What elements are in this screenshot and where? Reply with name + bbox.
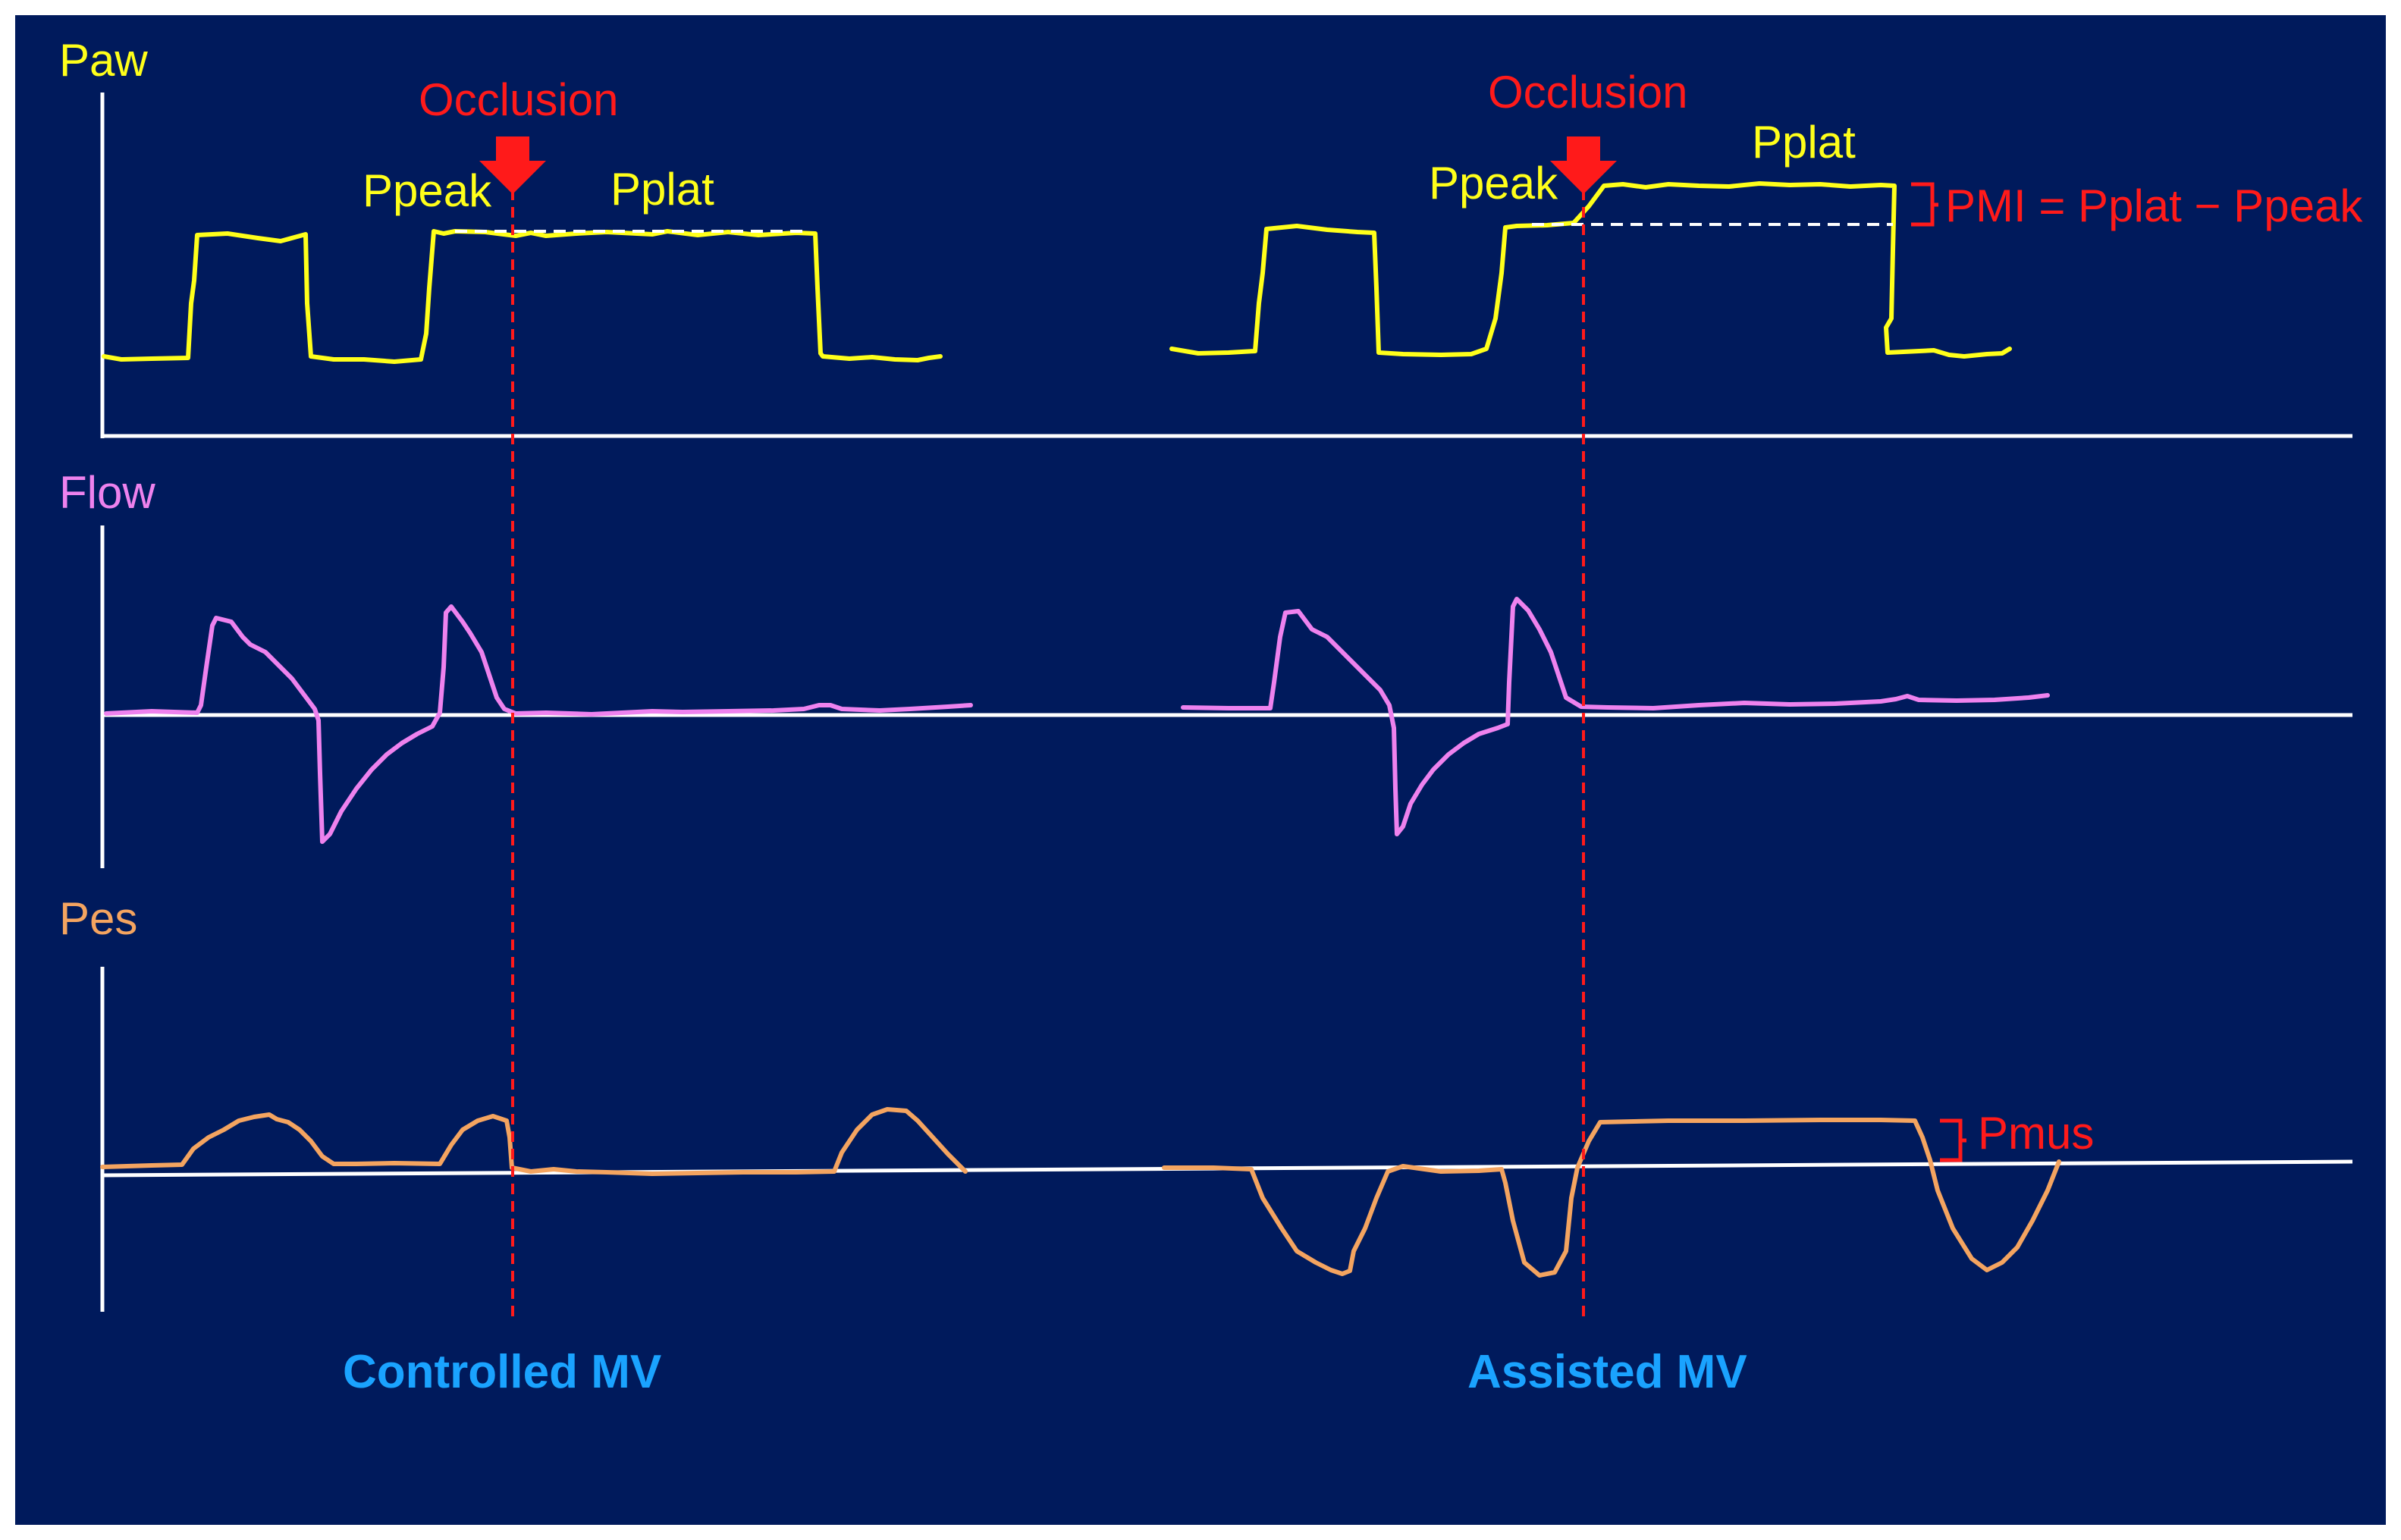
assisted-pplat-label: Pplat <box>1752 117 1856 168</box>
paw-trace-assisted <box>1169 181 2012 359</box>
red-bracket-icon <box>1940 1118 1966 1162</box>
red-down-arrow-icon <box>1550 136 1617 194</box>
assisted-occlusion-label: Occlusion <box>1488 67 1687 118</box>
red-bracket-icon <box>1911 182 1938 227</box>
pes-panel-label: Pes <box>59 893 137 944</box>
controlled-mv-caption: Controlled MV <box>343 1346 661 1398</box>
flow-panel-label: Flow <box>59 467 155 518</box>
controlled-pplat-label: Pplat <box>610 164 714 215</box>
pmi-formula-label: PMI = Pplat − Ppeak <box>1945 180 2363 231</box>
pes-trace-assisted <box>1162 1118 2061 1278</box>
controlled-ppeak-label: Ppeak <box>363 165 492 216</box>
paw-panel-label: Paw <box>59 35 148 86</box>
pes-trace-controlled <box>100 1107 968 1176</box>
assisted-ppeak-label: Ppeak <box>1429 158 1558 209</box>
flow-trace-assisted <box>1181 597 2050 836</box>
slide-background <box>15 15 2386 1525</box>
red-down-arrow-icon <box>479 136 546 194</box>
assisted-mv-caption: Assisted MV <box>1467 1346 1747 1398</box>
pmus-label: Pmus <box>1978 1108 2094 1159</box>
controlled-occlusion-label: Occlusion <box>419 74 618 125</box>
flow-trace-controlled <box>104 604 973 844</box>
paw-trace-controlled <box>102 229 943 364</box>
